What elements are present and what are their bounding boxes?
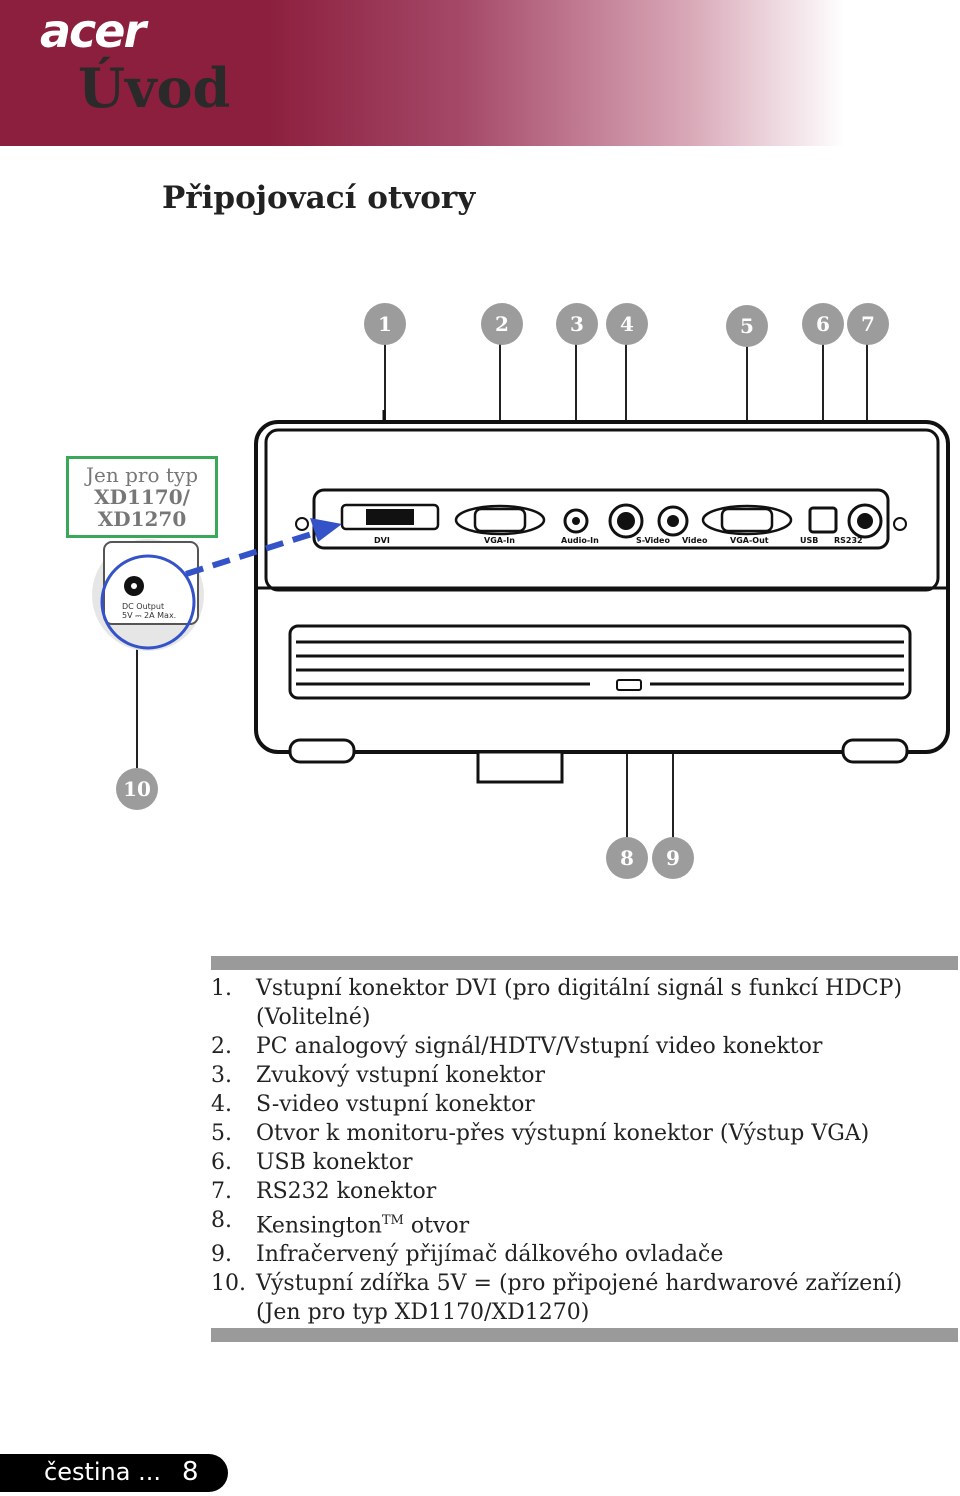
- dc-output-label: DC Output: [122, 602, 164, 611]
- model-note-box: Jen pro typ XD1170/ XD1270: [66, 456, 218, 538]
- callout-1-label: 1: [378, 312, 392, 336]
- list-item: 9.Infračervený přijímač dálkového ovlada…: [211, 1242, 724, 1268]
- callout-8: [606, 837, 648, 879]
- list-item: 5.Otvor k monitoru-přes výstupní konekto…: [211, 1121, 870, 1146]
- callout-3: [556, 303, 598, 345]
- callout-6-label: 6: [816, 312, 830, 336]
- callout-4: [606, 303, 648, 345]
- port-label-usb: USB: [800, 536, 818, 545]
- callouts: 1 2 3 4 5 6 7 8 9 10: [116, 303, 889, 879]
- callout-9: [652, 837, 694, 879]
- list-item: 2.PC analogový signál/HDTV/Vstupní video…: [211, 1034, 823, 1059]
- callout-8-label: 8: [620, 846, 634, 870]
- list-item: 4.S-video vstupní konektor: [211, 1092, 535, 1117]
- bottom-divider-bar: [211, 1328, 958, 1342]
- callout-1: [364, 303, 406, 345]
- callout-10: [116, 768, 158, 810]
- port-label-audio-in: Audio-In: [561, 536, 599, 545]
- top-divider-bar: [211, 956, 958, 970]
- callout-2-label: 2: [495, 312, 509, 336]
- port-label-vga-in: VGA-In: [484, 536, 515, 545]
- note-line-3: XD1270: [97, 507, 187, 531]
- callout-6: [802, 303, 844, 345]
- list-item: 1.Vstupní konektor DVI (pro digitální si…: [211, 976, 903, 1030]
- dc-output-detail: DC Output 5V ⎓ 2A Max.: [92, 539, 204, 651]
- section-title: Připojovací otvory: [162, 180, 476, 216]
- callout-5: [726, 305, 768, 347]
- port-label-vga-out: VGA-Out: [730, 536, 769, 545]
- port-label-s-video: S-Video: [636, 536, 670, 545]
- callout-5-label: 5: [740, 314, 754, 338]
- projector-body: DVI VGA-In Audio-In S-Video Video VGA-Ou…: [254, 410, 950, 784]
- callout-2: [481, 303, 523, 345]
- connector-list: 1.Vstupní konektor DVI (pro digitální si…: [211, 974, 951, 1327]
- port-label-dvi: DVI: [374, 536, 390, 545]
- page-number: 8: [182, 1457, 199, 1487]
- dashed-arrow: [185, 518, 342, 577]
- port-label-rs232: RS232: [834, 536, 863, 545]
- note-line-1: Jen pro typ: [86, 463, 198, 487]
- list-item: 3.Zvukový vstupní konektor: [211, 1063, 546, 1088]
- callout-7-label: 7: [861, 312, 875, 336]
- chapter-title: Úvod: [78, 56, 231, 120]
- port-label-video: Video: [682, 536, 708, 545]
- list-item: 6.USB konektor: [211, 1150, 413, 1175]
- callout-3-label: 3: [570, 312, 584, 336]
- projector-rear-diagram: DVI VGA-In Audio-In S-Video Video VGA-Ou…: [92, 303, 950, 879]
- callout-4-label: 4: [620, 312, 634, 336]
- note-line-2: XD1170/: [94, 485, 190, 509]
- callout-10-label: 10: [123, 777, 151, 801]
- list-item: 7.RS232 konektor: [211, 1179, 437, 1204]
- footer-tab: čestina ... 8: [0, 1454, 228, 1492]
- list-item: 10.Výstupní zdířka 5V = (pro připojené h…: [211, 1271, 903, 1326]
- footer-language: čestina ...: [44, 1458, 161, 1486]
- list-item: 8.KensingtonTM otvor: [211, 1208, 470, 1239]
- callout-7: [847, 303, 889, 345]
- dc-output-spec: 5V ⎓ 2A Max.: [122, 611, 176, 620]
- acer-logo: acer: [40, 4, 146, 58]
- header-banner: acer Úvod: [0, 0, 960, 146]
- callout-9-label: 9: [666, 846, 680, 870]
